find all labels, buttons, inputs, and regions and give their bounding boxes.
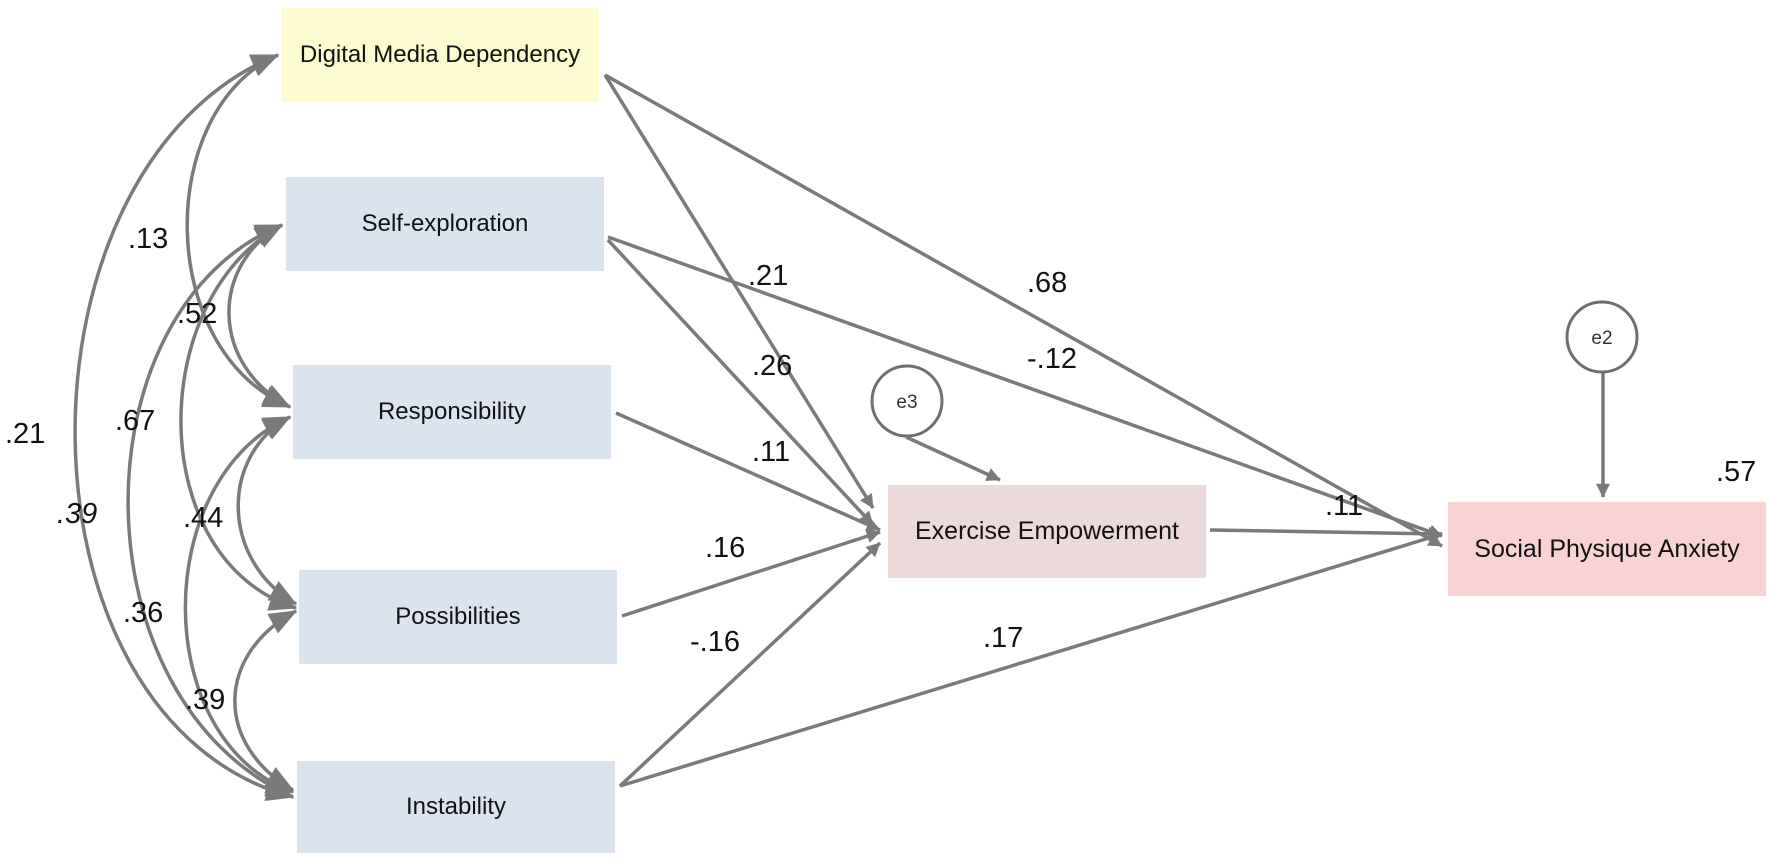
path-dmd-ee <box>603 74 875 509</box>
path-label-ee-spa: .11 <box>1325 490 1363 522</box>
path-ee-spa <box>1209 526 1443 541</box>
cov-label-self-possibilities: .67 <box>115 405 155 437</box>
cov-possibilities-instability <box>233 609 298 792</box>
path-label-self-spa: -.12 <box>1027 343 1077 375</box>
path-dmd-spa <box>604 73 1443 548</box>
cov-label-dmd-instability: .21 <box>5 418 45 450</box>
cov-self-possibilities <box>179 223 298 611</box>
cov-dmd-responsibility <box>185 53 292 409</box>
path-e3-ee <box>905 435 1001 482</box>
path-label-instability-ee: -.16 <box>690 626 740 658</box>
path-instability-spa <box>619 531 1443 788</box>
node-responsibility: Responsibility <box>293 365 611 459</box>
error-e2 <box>1565 300 1639 374</box>
cov-self-responsibility <box>227 223 292 409</box>
cov-label-possibilities-instability: .39 <box>185 684 225 716</box>
cov-label-self-responsibility: .52 <box>177 298 217 330</box>
path-label-responsibility-ee: .11 <box>752 436 790 468</box>
error-e3-label: e3 <box>896 392 917 413</box>
path-possibilities-ee <box>621 529 881 618</box>
cov-responsibility-instability <box>183 415 295 794</box>
path-label-dmd-spa: .68 <box>1027 267 1067 299</box>
path-self-ee <box>606 238 875 527</box>
node-digital-media-dependency: Digital Media Dependency <box>281 8 599 102</box>
path-self-spa <box>607 235 1443 539</box>
cov-label-self-instability: .36 <box>123 597 163 629</box>
error-e2-label: e2 <box>1591 328 1612 349</box>
path-label-instability-spa: .17 <box>983 622 1023 654</box>
path-instability-ee <box>618 541 882 788</box>
node-self-exploration: Self-exploration <box>286 177 604 271</box>
cov-label-responsibility-possibilities: .44 <box>183 502 223 534</box>
cov-label-dmd-possibilities: .39 <box>57 498 97 530</box>
cov-dmd-instability <box>73 53 295 801</box>
r-squared-spa: .57 <box>1716 456 1756 488</box>
node-possibilities: Possibilities <box>299 570 617 664</box>
path-label-self-ee: .26 <box>752 350 792 382</box>
cov-label-dmd-responsibility: .13 <box>128 223 168 255</box>
node-social-physique-anxiety: Social Physique Anxiety <box>1448 502 1766 596</box>
node-exercise-empowerment: Exercise Empowerment <box>888 485 1206 578</box>
cov-self-instability <box>126 223 295 799</box>
node-instability: Instability <box>297 761 615 853</box>
path-responsibility-ee <box>615 411 881 532</box>
path-label-dmd-ee: .21 <box>748 260 788 292</box>
path-label-possibilities-ee: .16 <box>705 532 745 564</box>
